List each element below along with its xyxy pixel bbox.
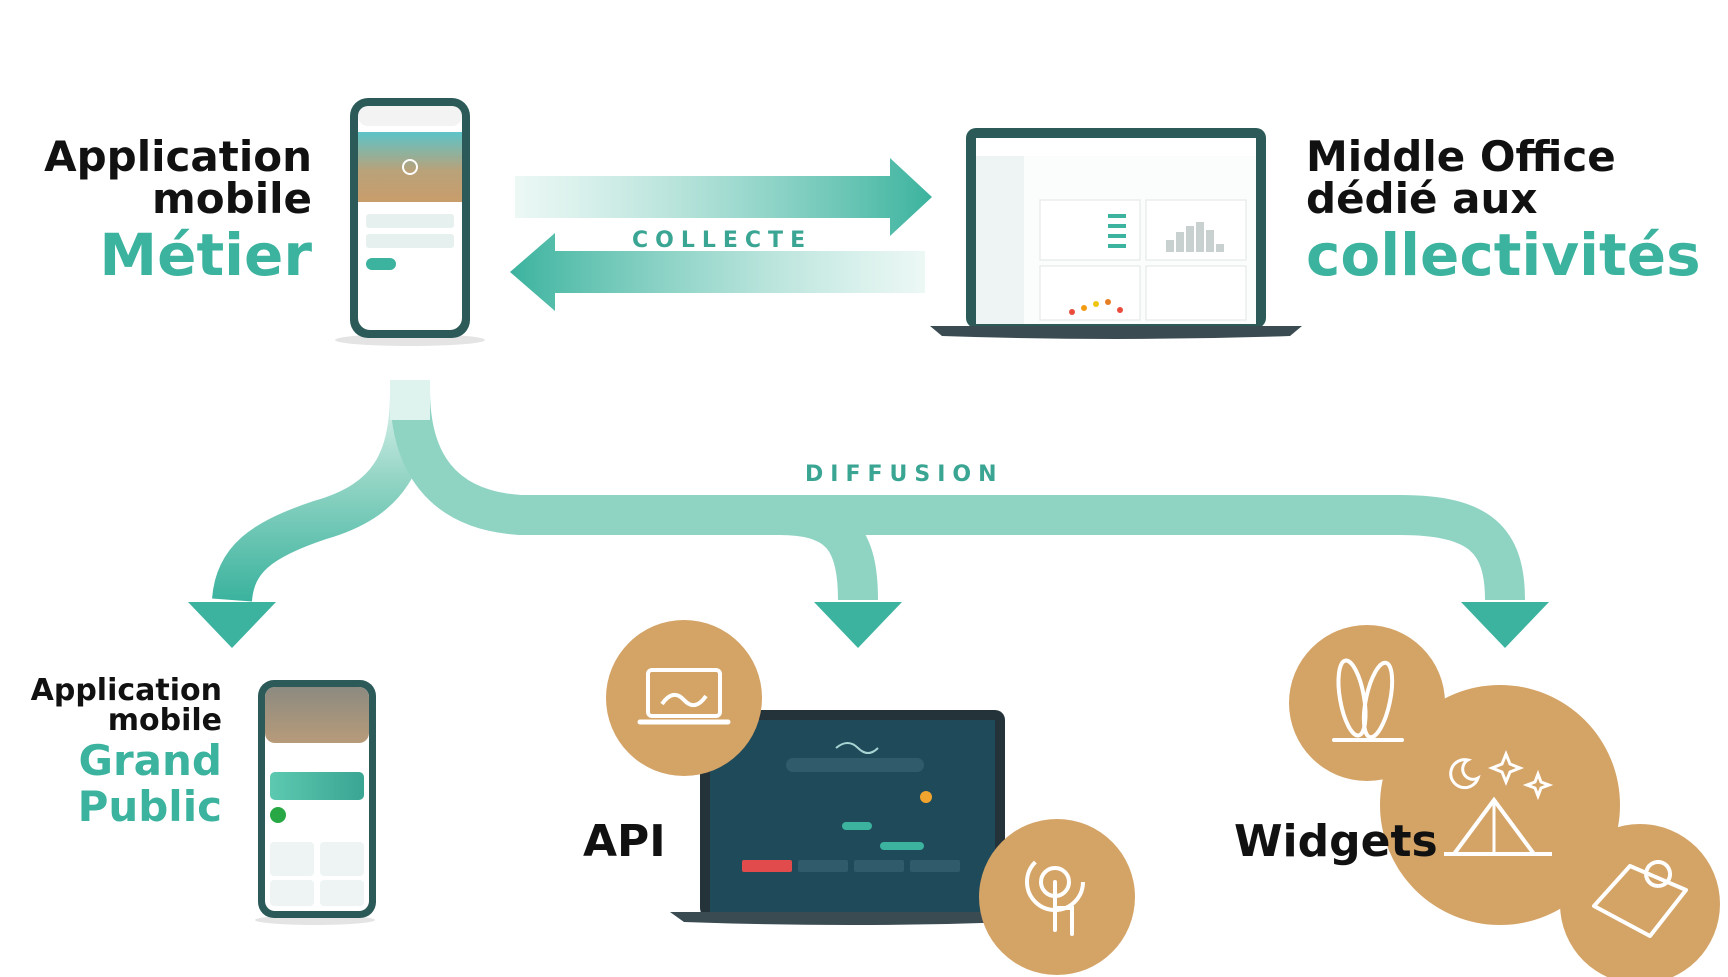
- label-application-mobile-grand-public: Application mobile Grand Public: [31, 676, 222, 828]
- label-widgets: Widgets: [1234, 816, 1438, 867]
- api-laptop: [670, 710, 1030, 925]
- label-middle-line2: dédié aux: [1306, 174, 1538, 223]
- tent-night-icon: [1380, 685, 1620, 925]
- label-gp-line2: mobile: [107, 703, 222, 738]
- diffusion-arrowhead-widgets: [1461, 602, 1549, 648]
- label-middle-accent: collectivités: [1306, 221, 1701, 289]
- middle-office-laptop: [930, 128, 1302, 339]
- label-middle-office: Middle Office dédié aux collectivités: [1306, 132, 1701, 289]
- collecte-arrow-right: [515, 158, 932, 236]
- laptop-wave-icon: [606, 620, 762, 776]
- label-gp-accent2: Public: [77, 782, 222, 831]
- grand-public-phone: [255, 680, 376, 925]
- label-middle-line1: Middle Office: [1306, 132, 1616, 181]
- label-gp-accent1: Grand: [78, 736, 223, 785]
- label-gp-line1: Application: [30, 673, 222, 708]
- collecte-arrow-left: [510, 233, 925, 311]
- touch-hand-icon: [979, 819, 1135, 975]
- map-pin-icon: [1560, 824, 1720, 977]
- label-application-mobile-metier: Application mobile Métier: [44, 132, 312, 289]
- label-metier-line1: Application: [44, 132, 312, 181]
- surfboards-icon: [1289, 625, 1445, 781]
- label-api: API: [583, 816, 666, 867]
- diffusion-arrows: [212, 380, 1525, 603]
- caption-diffusion: DIFFUSION: [805, 462, 1004, 487]
- metier-phone: [335, 98, 485, 346]
- diffusion-arrowhead-grand-public: [188, 602, 276, 648]
- label-metier-accent: Métier: [99, 221, 312, 289]
- caption-collecte: COLLECTE: [632, 228, 813, 253]
- diffusion-arrowhead-api: [814, 602, 902, 648]
- label-metier-line2: mobile: [152, 174, 312, 223]
